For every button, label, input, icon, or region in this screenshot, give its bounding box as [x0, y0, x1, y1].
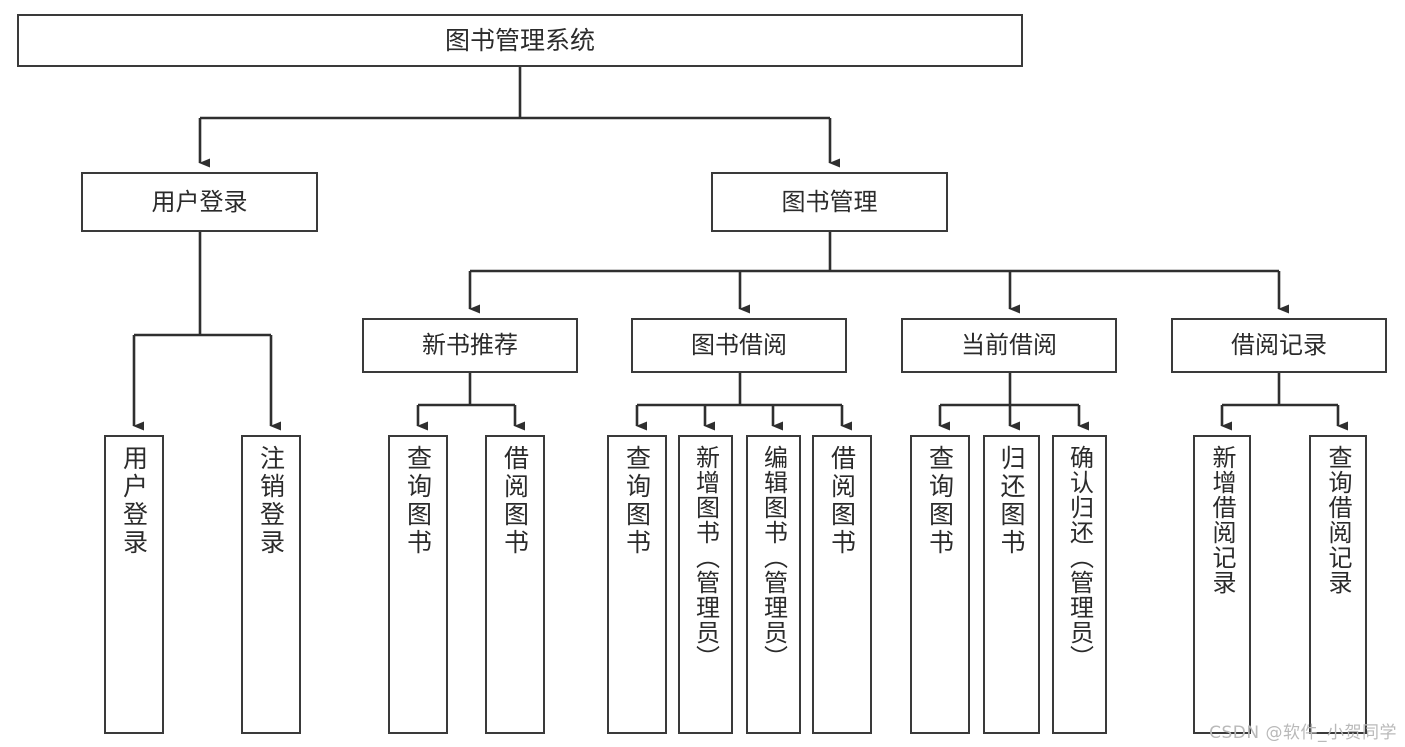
node-label: 用户登录 [151, 187, 248, 216]
node-current-borrow[interactable]: 当前借阅 [901, 318, 1117, 373]
node-label: 新增借阅记录 [1208, 445, 1236, 595]
watermark-text: CSDN @软件_小贺同学 [1209, 723, 1397, 743]
leaf-query-book-recommend[interactable]: 查询图书 [388, 435, 448, 734]
node-label: 图书管理 [781, 187, 878, 216]
node-user-login[interactable]: 用户登录 [81, 172, 318, 232]
node-label: 归还图书 [997, 445, 1026, 557]
leaf-return-book[interactable]: 归还图书 [983, 435, 1040, 734]
leaf-query-book-current[interactable]: 查询图书 [910, 435, 970, 734]
node-label: 图书借阅 [691, 331, 787, 360]
node-label: 借阅记录 [1231, 331, 1327, 360]
node-book-borrow[interactable]: 图书借阅 [631, 318, 847, 373]
node-label: 新书推荐 [422, 331, 518, 360]
node-label: 查询借阅记录 [1324, 445, 1352, 595]
node-book-management[interactable]: 图书管理 [711, 172, 948, 232]
node-label: 查询图书 [925, 445, 955, 557]
node-root-book-management-system[interactable]: 图书管理系统 [17, 14, 1023, 67]
node-label: 当前借阅 [961, 331, 1057, 360]
node-label: 确认归还（管理员） [1065, 445, 1094, 670]
node-label: 借阅图书 [827, 445, 857, 557]
node-label: 新增图书（管理员） [691, 445, 720, 670]
node-label: 图书管理系统 [444, 25, 595, 55]
node-label: 借阅图书 [500, 445, 530, 557]
node-label: 用户登录 [119, 445, 149, 557]
leaf-user-login[interactable]: 用户登录 [104, 435, 164, 734]
leaf-query-borrow-record[interactable]: 查询借阅记录 [1309, 435, 1367, 734]
node-label: 查询图书 [403, 445, 433, 557]
leaf-add-book-admin[interactable]: 新增图书（管理员） [678, 435, 733, 734]
node-new-book-recommend[interactable]: 新书推荐 [362, 318, 578, 373]
node-label: 编辑图书（管理员） [759, 445, 788, 670]
leaf-borrow-book-recommend[interactable]: 借阅图书 [485, 435, 545, 734]
leaf-borrow-book[interactable]: 借阅图书 [812, 435, 872, 734]
node-label: 查询图书 [622, 445, 652, 557]
leaf-add-borrow-record[interactable]: 新增借阅记录 [1193, 435, 1251, 734]
leaf-edit-book-admin[interactable]: 编辑图书（管理员） [746, 435, 801, 734]
node-borrow-record[interactable]: 借阅记录 [1171, 318, 1387, 373]
leaf-query-book-borrow[interactable]: 查询图书 [607, 435, 667, 734]
leaf-confirm-return-admin[interactable]: 确认归还（管理员） [1052, 435, 1107, 734]
leaf-logout[interactable]: 注销登录 [241, 435, 301, 734]
node-label: 注销登录 [256, 445, 286, 557]
